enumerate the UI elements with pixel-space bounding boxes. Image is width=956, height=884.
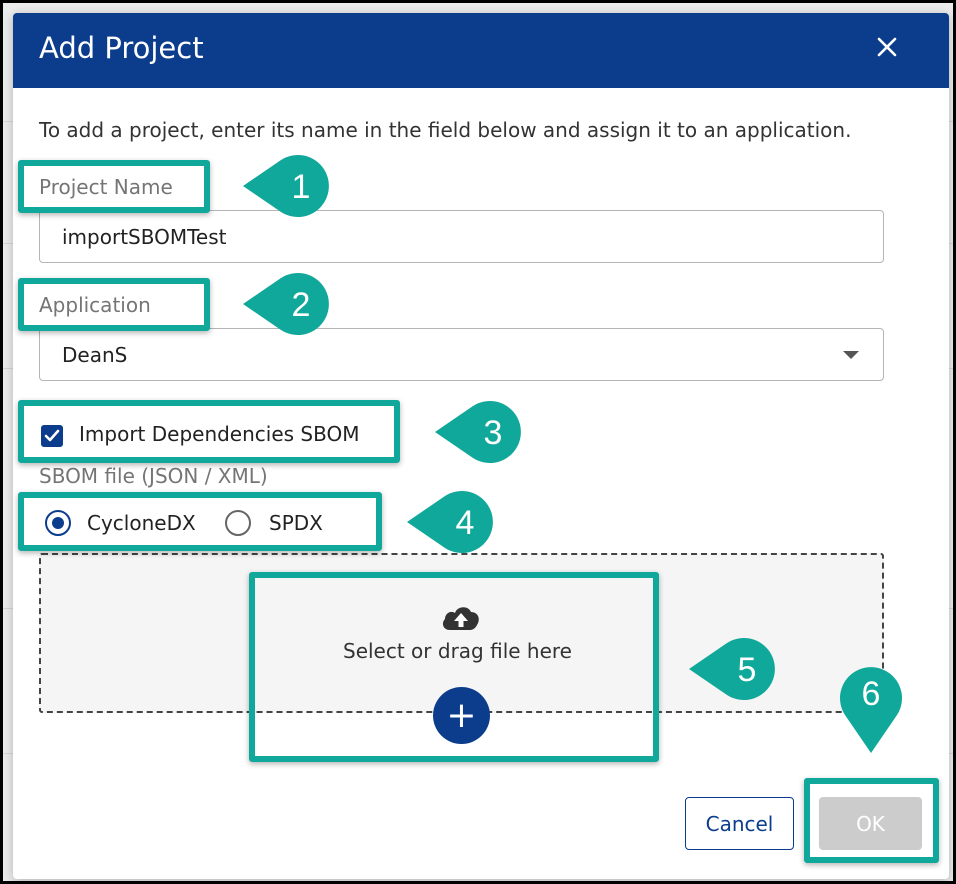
add-file-button[interactable]: + [433,687,490,744]
annotation-marker-1 [243,155,329,217]
annotation-box-2 [18,278,210,331]
annotation-box-5 [249,572,659,762]
annotation-box-4 [18,492,382,551]
annotation-marker-3 [435,401,521,463]
annotation-number-4: 4 [455,504,475,542]
application-select[interactable]: DeanS [39,328,884,381]
sbom-file-label: SBOM file (JSON / XML) [39,464,268,488]
import-sbom-checkbox[interactable] [41,425,63,447]
dialog-header: Add Project [13,13,949,88]
spdx-label: SPDX [269,511,323,535]
chevron-down-icon [843,351,859,359]
import-sbom-label: Import Dependencies SBOM [79,422,360,446]
plus-icon: + [446,694,477,736]
project-name-input[interactable]: importSBOMTest [39,210,884,263]
annotation-box-3 [18,400,400,463]
annotation-number-1: 1 [291,168,311,206]
annotation-box-1 [18,160,210,213]
annotation-number-6: 6 [861,675,881,713]
ok-button[interactable]: OK [819,797,922,850]
annotation-marker-4 [407,491,493,553]
dialog-description: To add a project, enter its name in the … [39,118,852,142]
annotation-marker-5 [689,638,775,700]
cancel-button[interactable]: Cancel [685,797,794,850]
project-name-label: Project Name [39,175,173,199]
application-label: Application [39,293,151,317]
cloud-upload-icon [442,607,479,630]
annotation-box-6 [804,778,939,863]
annotation-marker-6 [840,667,902,753]
annotation-marker-2 [243,273,329,335]
dropzone-text: Select or drag file here [343,639,572,663]
annotation-number-3: 3 [483,414,503,452]
annotation-number-2: 2 [291,286,311,324]
dialog-title: Add Project [39,31,204,65]
cyclonedx-label: CycloneDX [87,511,196,535]
close-icon[interactable] [873,33,903,63]
checkmark-icon [44,429,60,442]
annotation-number-5: 5 [737,651,757,689]
spdx-radio[interactable] [225,510,251,536]
project-name-value: importSBOMTest [62,224,227,249]
application-value: DeanS [62,342,128,367]
cyclonedx-radio[interactable] [45,510,71,536]
